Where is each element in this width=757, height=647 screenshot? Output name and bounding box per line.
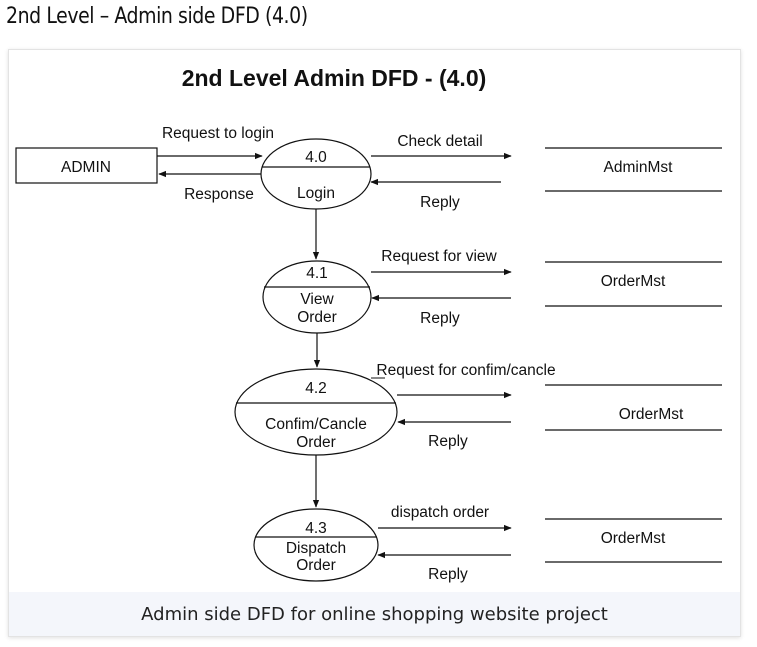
store-adminmst: AdminMst [545,147,722,192]
flow-reply-1-label: Reply [420,194,460,211]
diagram-title: 2nd Level Admin DFD - (4.0) [182,65,487,91]
process-4-2: 4.2 Confim/Cancle Order [234,368,398,456]
store-adminmst-label: AdminMst [604,159,674,176]
store-ordermst-1-label: OrderMst [601,273,666,290]
process-4-0-name: Login [297,185,335,202]
process-4-3-name-line1: Dispatch [286,540,346,557]
dfd-diagram: 2nd Level Admin DFD - (4.0) ADMIN Reques… [15,65,722,583]
flow-reply-3-label: Reply [428,433,468,450]
store-ordermst-2-label: OrderMst [619,406,684,423]
process-4-1-name-line2: Order [297,309,337,326]
process-4-3-shape [253,508,379,582]
flow-response-label: Response [184,186,254,203]
process-4-0: 4.0 Login [260,138,372,210]
figure-caption-bar: Admin side DFD for online shopping websi… [9,592,740,636]
page-heading: 2nd Level – Admin side DFD (4.0) [6,4,308,29]
process-4-3-id: 4.3 [305,520,327,537]
dfd-figure: 2nd Level Admin DFD - (4.0) ADMIN Reques… [8,49,741,637]
flow-reply-4-label: Reply [428,566,468,583]
process-4-2-name-line2: Order [296,434,336,451]
entity-admin: ADMIN [15,147,158,184]
process-4-2-id: 4.2 [305,380,327,397]
process-4-2-name-line1: Confim/Cancle [265,416,367,433]
flow-request-view-label: Request for view [381,248,497,265]
process-4-3-name-line2: Order [296,557,336,574]
flow-check-detail-label: Check detail [397,133,482,150]
entity-label: ADMIN [61,159,111,176]
flow-request-confirm-label: Request for confim/cancle [376,362,555,379]
store-ordermst-1: OrderMst [545,261,722,307]
flow-login-request-label: Request to login [162,125,274,142]
figure-caption: Admin side DFD for online shopping websi… [141,603,608,625]
process-4-3: 4.3 Dispatch Order [253,508,379,582]
process-4-1-name-line1: View [300,291,334,308]
store-ordermst-3-label: OrderMst [601,530,666,547]
process-4-1: 4.1 View Order [262,260,372,334]
flow-dispatch-order-label: dispatch order [391,504,489,521]
flow-reply-2-label: Reply [420,310,460,327]
process-4-0-id: 4.0 [305,149,327,166]
entity-box [15,147,158,184]
process-4-1-id: 4.1 [306,265,328,282]
store-ordermst-2: OrderMst [545,384,722,431]
store-ordermst-3: OrderMst [545,518,722,563]
